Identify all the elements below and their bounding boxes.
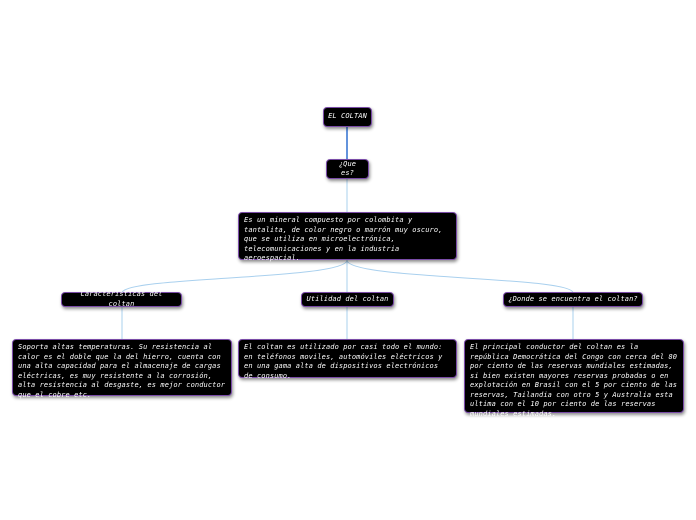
- branch-node-location[interactable]: ¿Donde se encuentra el coltan?: [503, 292, 643, 307]
- question-node-label: ¿Que es?: [338, 159, 357, 178]
- root-node-label: EL COLTAN: [328, 112, 367, 121]
- branch-node-utility[interactable]: Utilidad del coltan: [301, 292, 394, 307]
- connector-definition-branch-1: [121, 259, 348, 294]
- branch-node-characteristics-label: Caracteristicas del coltan: [80, 290, 163, 308]
- detail-node-characteristics-text: Soporta altas temperaturas. Su resistenc…: [18, 343, 226, 399]
- detail-node-characteristics[interactable]: Soporta altas temperaturas. Su resistenc…: [12, 339, 232, 399]
- branch-node-characteristics[interactable]: Caracteristicas del coltan: [61, 290, 182, 308]
- branch-node-utility-label: Utilidad del coltan: [306, 294, 389, 303]
- detail-node-location-text: El principal conductor del coltan es la …: [470, 343, 678, 418]
- branch-node-location-label: ¿Donde se encuentra el coltan?: [508, 294, 638, 303]
- definition-node[interactable]: Es un mineral compuesto por colombita y …: [238, 212, 457, 262]
- connector-definition-branch-3: [346, 259, 574, 294]
- detail-node-utility[interactable]: El coltan es utilizado por casi todo el …: [238, 339, 457, 380]
- detail-node-utility-text: El coltan es utilizado por casi todo el …: [244, 343, 443, 380]
- detail-node-location[interactable]: El principal conductor del coltan es la …: [464, 339, 684, 418]
- definition-node-text: Es un mineral compuesto por colombita y …: [244, 216, 443, 262]
- root-node[interactable]: EL COLTAN: [323, 107, 372, 127]
- question-node[interactable]: ¿Que es?: [326, 159, 369, 179]
